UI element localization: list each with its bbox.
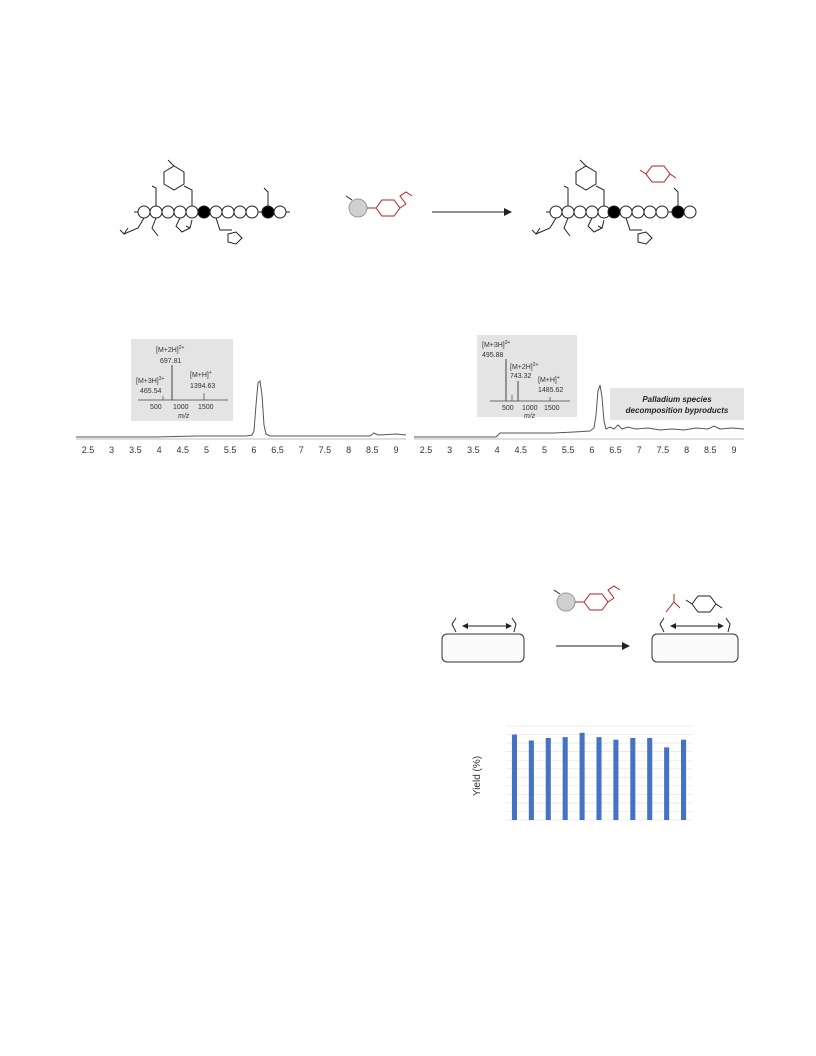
bar-7 — [613, 739, 619, 820]
bar-2 — [528, 740, 534, 820]
ms-peak-mz: 465.54 — [140, 388, 162, 395]
x-tick-label: 5 — [542, 445, 547, 455]
x-tick-label: 5.5 — [224, 445, 237, 455]
ms-peak-label: [M+H]+ — [190, 370, 212, 379]
ms-peak-mz: 1485.62 — [538, 387, 563, 394]
x-tick-label: 6 — [589, 445, 594, 455]
bar-3 — [545, 737, 551, 820]
ms-peak-mz: 697.81 — [160, 358, 182, 365]
x-tick-label: 4.5 — [515, 445, 528, 455]
ms-axis-tick: 1500 — [198, 404, 214, 411]
y-axis-label: Yield (%) — [472, 756, 483, 796]
ms-peak-label: [M+2H]2+ — [156, 345, 185, 354]
x-tick-label: 4.5 — [177, 445, 190, 455]
x-tick-label: 4 — [495, 445, 500, 455]
x-tick-label: 6.5 — [609, 445, 622, 455]
bar-11 — [681, 739, 687, 820]
right-arrow-icon — [556, 642, 630, 650]
chromatogram-trace — [414, 384, 745, 438]
ms-peak-label: [M+H]+ — [538, 375, 560, 384]
product-peptide — [531, 159, 697, 245]
substrate-box — [441, 617, 525, 663]
chart-bars — [511, 732, 687, 820]
x-tick-label: 7 — [299, 445, 304, 455]
x-tick-label: 5 — [204, 445, 209, 455]
x-tick-label: 4 — [157, 445, 162, 455]
ms-axis-tick: 1500 — [544, 405, 560, 412]
x-tick-label: 5.5 — [562, 445, 575, 455]
x-tick-label: 6 — [251, 445, 256, 455]
ms-peak-mz: 743.32 — [510, 373, 532, 380]
aryl-palladium-reagent — [345, 191, 413, 218]
x-tick-label: 2.5 — [82, 445, 95, 455]
ms-inset-box — [477, 335, 577, 417]
x-tick-label: 8.5 — [704, 445, 717, 455]
x-tick-label: 3.5 — [129, 445, 142, 455]
bar-10 — [664, 747, 670, 820]
bar-6 — [596, 737, 602, 820]
x-tick-label: 6.5 — [271, 445, 284, 455]
reaction-scheme-bottom — [441, 585, 739, 663]
chromatogram-right: [M+3H]3+ 495.88 [M+2H]2+ 743.32 [M+H]+ 1… — [414, 335, 745, 455]
x-tick-label: 3.5 — [467, 445, 480, 455]
x-tick-label: 3 — [109, 445, 114, 455]
ms-axis-tick: 500 — [502, 405, 514, 412]
x-tick-label: 7.5 — [319, 445, 332, 455]
x-tick-label: 7 — [637, 445, 642, 455]
bar-1 — [511, 734, 517, 820]
x-tick-label: 8 — [346, 445, 351, 455]
starting-peptide — [119, 159, 290, 245]
chromatogram-trace — [76, 379, 407, 438]
x-axis-ticks: 2.5 3 3.5 4 4.5 5 5.5 6 6.5 7 7.5 8 8.5 9 — [82, 445, 399, 455]
x-tick-label: 8.5 — [366, 445, 379, 455]
aryl-palladium-reagent — [553, 585, 621, 612]
ms-peak-label: [M+3H]3+ — [136, 376, 165, 385]
ms-peak-mz: 1394.63 — [190, 383, 215, 390]
yield-bar-chart: Yield (%) — [472, 725, 692, 821]
ms-peak-mz: 495.88 — [482, 352, 504, 359]
chromatogram-left: [M+2H]2+ 697.81 [M+3H]3+ 465.54 [M+H]+ 1… — [76, 339, 407, 455]
byproduct-annotation-line2: decomposition byproducts — [626, 406, 729, 415]
ms-axis-tick: 1000 — [173, 404, 189, 411]
bar-4 — [562, 737, 568, 820]
reaction-scheme-top — [119, 159, 697, 245]
x-tick-label: 8 — [684, 445, 689, 455]
bar-5 — [579, 732, 585, 820]
ms-inset-box — [131, 339, 233, 421]
x-tick-label: 3 — [447, 445, 452, 455]
ms-peak-label: [M+2H]2+ — [510, 362, 539, 371]
right-arrow-icon — [432, 208, 512, 216]
x-tick-label: 2.5 — [420, 445, 433, 455]
ms-axis-label: m/z — [524, 413, 536, 420]
bar-9 — [647, 737, 653, 820]
bar-8 — [630, 737, 636, 820]
ms-peak-label: [M+3H]3+ — [482, 340, 511, 349]
ms-axis-tick: 1000 — [522, 405, 538, 412]
x-axis-ticks: 2.5 3 3.5 4 4.5 5 5.5 6 6.5 7 7.5 8 8.5 9 — [420, 445, 737, 455]
svg-text:Yield (%): Yield (%) — [472, 756, 483, 796]
byproduct-annotation-box — [610, 388, 744, 420]
ms-axis-tick: 500 — [150, 404, 162, 411]
x-tick-label: 7.5 — [657, 445, 670, 455]
x-tick-label: 9 — [731, 445, 736, 455]
ms-axis-label: m/z — [178, 413, 190, 420]
byproduct-annotation-line1: Palladium species — [642, 395, 712, 404]
product-box — [651, 594, 739, 663]
x-tick-label: 9 — [393, 445, 398, 455]
